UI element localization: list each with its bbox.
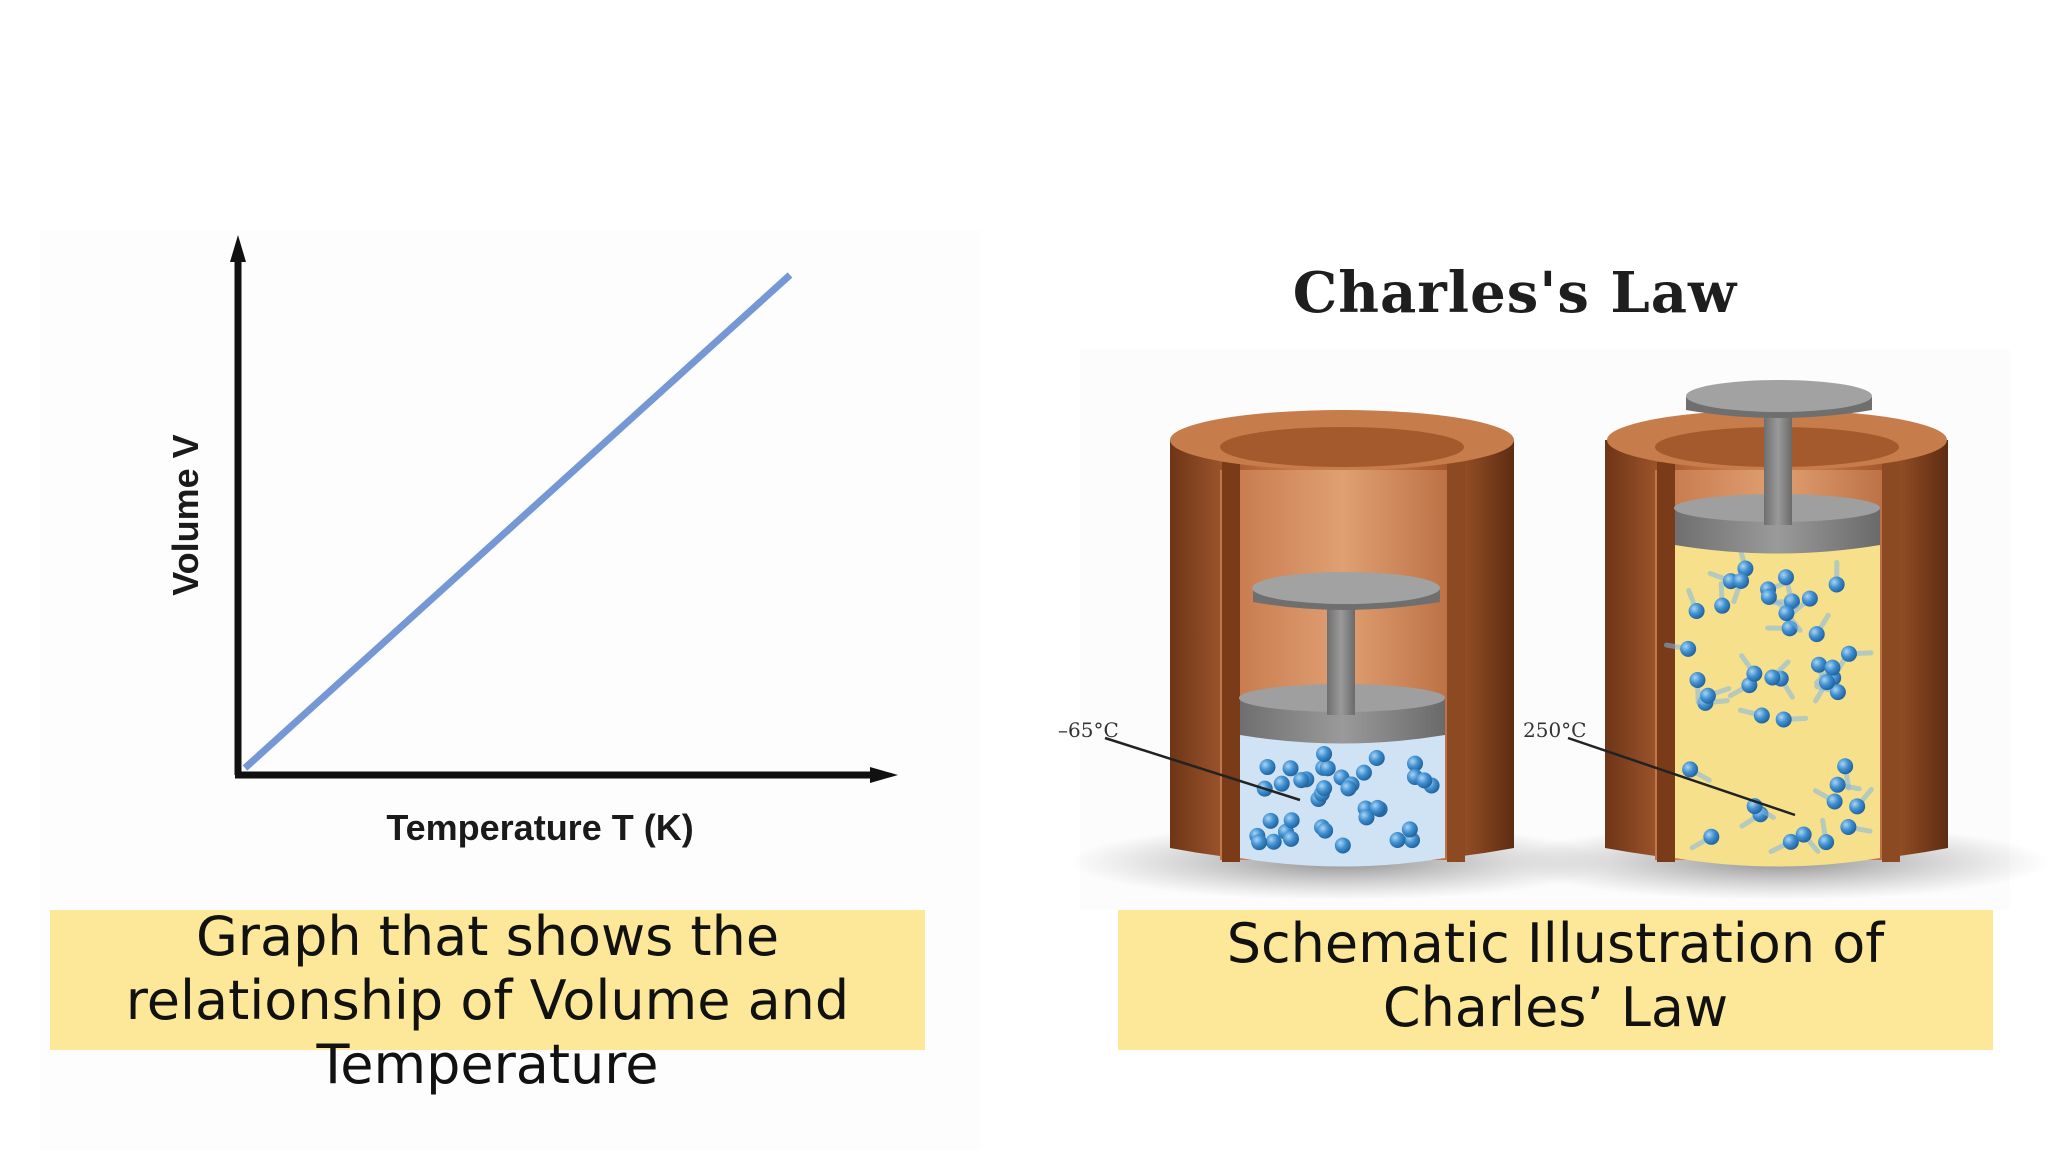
right-caption-line-1: Schematic Illustration of — [1226, 912, 1885, 975]
gas-molecule — [1251, 834, 1268, 851]
gas-molecule — [1682, 761, 1699, 778]
cold-cylinder — [1070, 410, 1610, 900]
gas-molecule — [1369, 799, 1386, 816]
left-caption-line-3: Temperature — [316, 1033, 659, 1096]
gas-molecule — [1828, 576, 1845, 593]
gas-molecule — [1316, 780, 1333, 797]
cold-temperature-label: –65°C — [1058, 718, 1119, 742]
gas-molecule — [1407, 755, 1424, 772]
gas-molecule — [1680, 640, 1697, 657]
gas-molecule — [1760, 588, 1777, 605]
gas-molecule — [1368, 750, 1385, 767]
gas-molecule — [1688, 602, 1705, 619]
gas-molecule — [1818, 674, 1835, 691]
left-caption-line-1: Graph that shows the — [195, 905, 780, 968]
gas-molecule — [1810, 656, 1827, 673]
x-axis-arrow — [870, 767, 898, 783]
gas-molecule — [1829, 684, 1846, 701]
gas-molecule — [1764, 669, 1781, 686]
gas-molecule — [1777, 569, 1794, 586]
gas-molecule — [1733, 572, 1750, 589]
gas-molecule — [1829, 776, 1846, 793]
gas-molecule — [1795, 826, 1812, 843]
gas-molecule — [1818, 834, 1835, 851]
gas-molecule — [1283, 812, 1300, 829]
gas-molecule — [1317, 822, 1334, 839]
gas-molecule — [1753, 707, 1770, 724]
gas-molecule — [1334, 837, 1351, 854]
gas-molecule — [1849, 798, 1866, 815]
gas-molecule — [1824, 659, 1841, 676]
gas-molecule — [1826, 793, 1843, 810]
gas-molecule — [1316, 745, 1333, 762]
left-caption: Graph that shows the relationship of Vol… — [50, 905, 925, 1097]
gas-molecule — [1699, 687, 1716, 704]
diagram-title: Charles's Law — [1292, 260, 1738, 326]
gas-molecule — [1319, 760, 1336, 777]
gas-molecule — [1801, 590, 1818, 607]
gas-molecule — [1355, 764, 1372, 781]
gas-molecule — [1775, 711, 1792, 728]
gas-molecule — [1782, 833, 1799, 850]
x-axis-label: Temperature T (K) — [386, 807, 694, 848]
gas-molecule — [1265, 833, 1282, 850]
gas-molecule — [1840, 819, 1857, 836]
hot-molecules — [1663, 544, 1874, 854]
gas-molecule — [1737, 560, 1754, 577]
right-caption: Schematic Illustration of Charles’ Law — [1118, 912, 1993, 1040]
gas-molecule — [1273, 775, 1290, 792]
gas-molecule — [1401, 821, 1418, 838]
gas-molecule — [1703, 828, 1720, 845]
gas-molecule — [1340, 780, 1357, 797]
gas-molecule — [1689, 672, 1706, 689]
gas-molecule — [1283, 830, 1300, 847]
left-caption-box — [50, 910, 925, 1050]
gas-molecule — [1746, 665, 1763, 682]
hot-temperature-label: 250°C — [1523, 718, 1587, 742]
cold-molecules — [1249, 745, 1440, 854]
gas-molecule — [1714, 597, 1731, 614]
y-axis-arrow — [230, 235, 246, 262]
data-line — [242, 272, 793, 771]
gas-molecule — [1837, 758, 1854, 775]
gas-molecule — [1389, 831, 1406, 848]
right-caption-box — [1118, 910, 1993, 1050]
left-caption-line-2: relationship of Volume and — [125, 969, 850, 1032]
gas-molecule — [1259, 759, 1276, 776]
gas-molecule — [1840, 645, 1857, 662]
hot-cylinder — [1510, 380, 2048, 900]
gas-molecule — [1262, 812, 1279, 829]
right-caption-line-2: Charles’ Law — [1382, 976, 1729, 1039]
gas-molecule — [1808, 626, 1825, 643]
gas-molecule — [1293, 772, 1310, 789]
gas-molecule — [1358, 809, 1375, 826]
gas-molecule — [1778, 605, 1795, 622]
gas-molecule — [1416, 772, 1433, 789]
gas-molecule — [1282, 760, 1299, 777]
